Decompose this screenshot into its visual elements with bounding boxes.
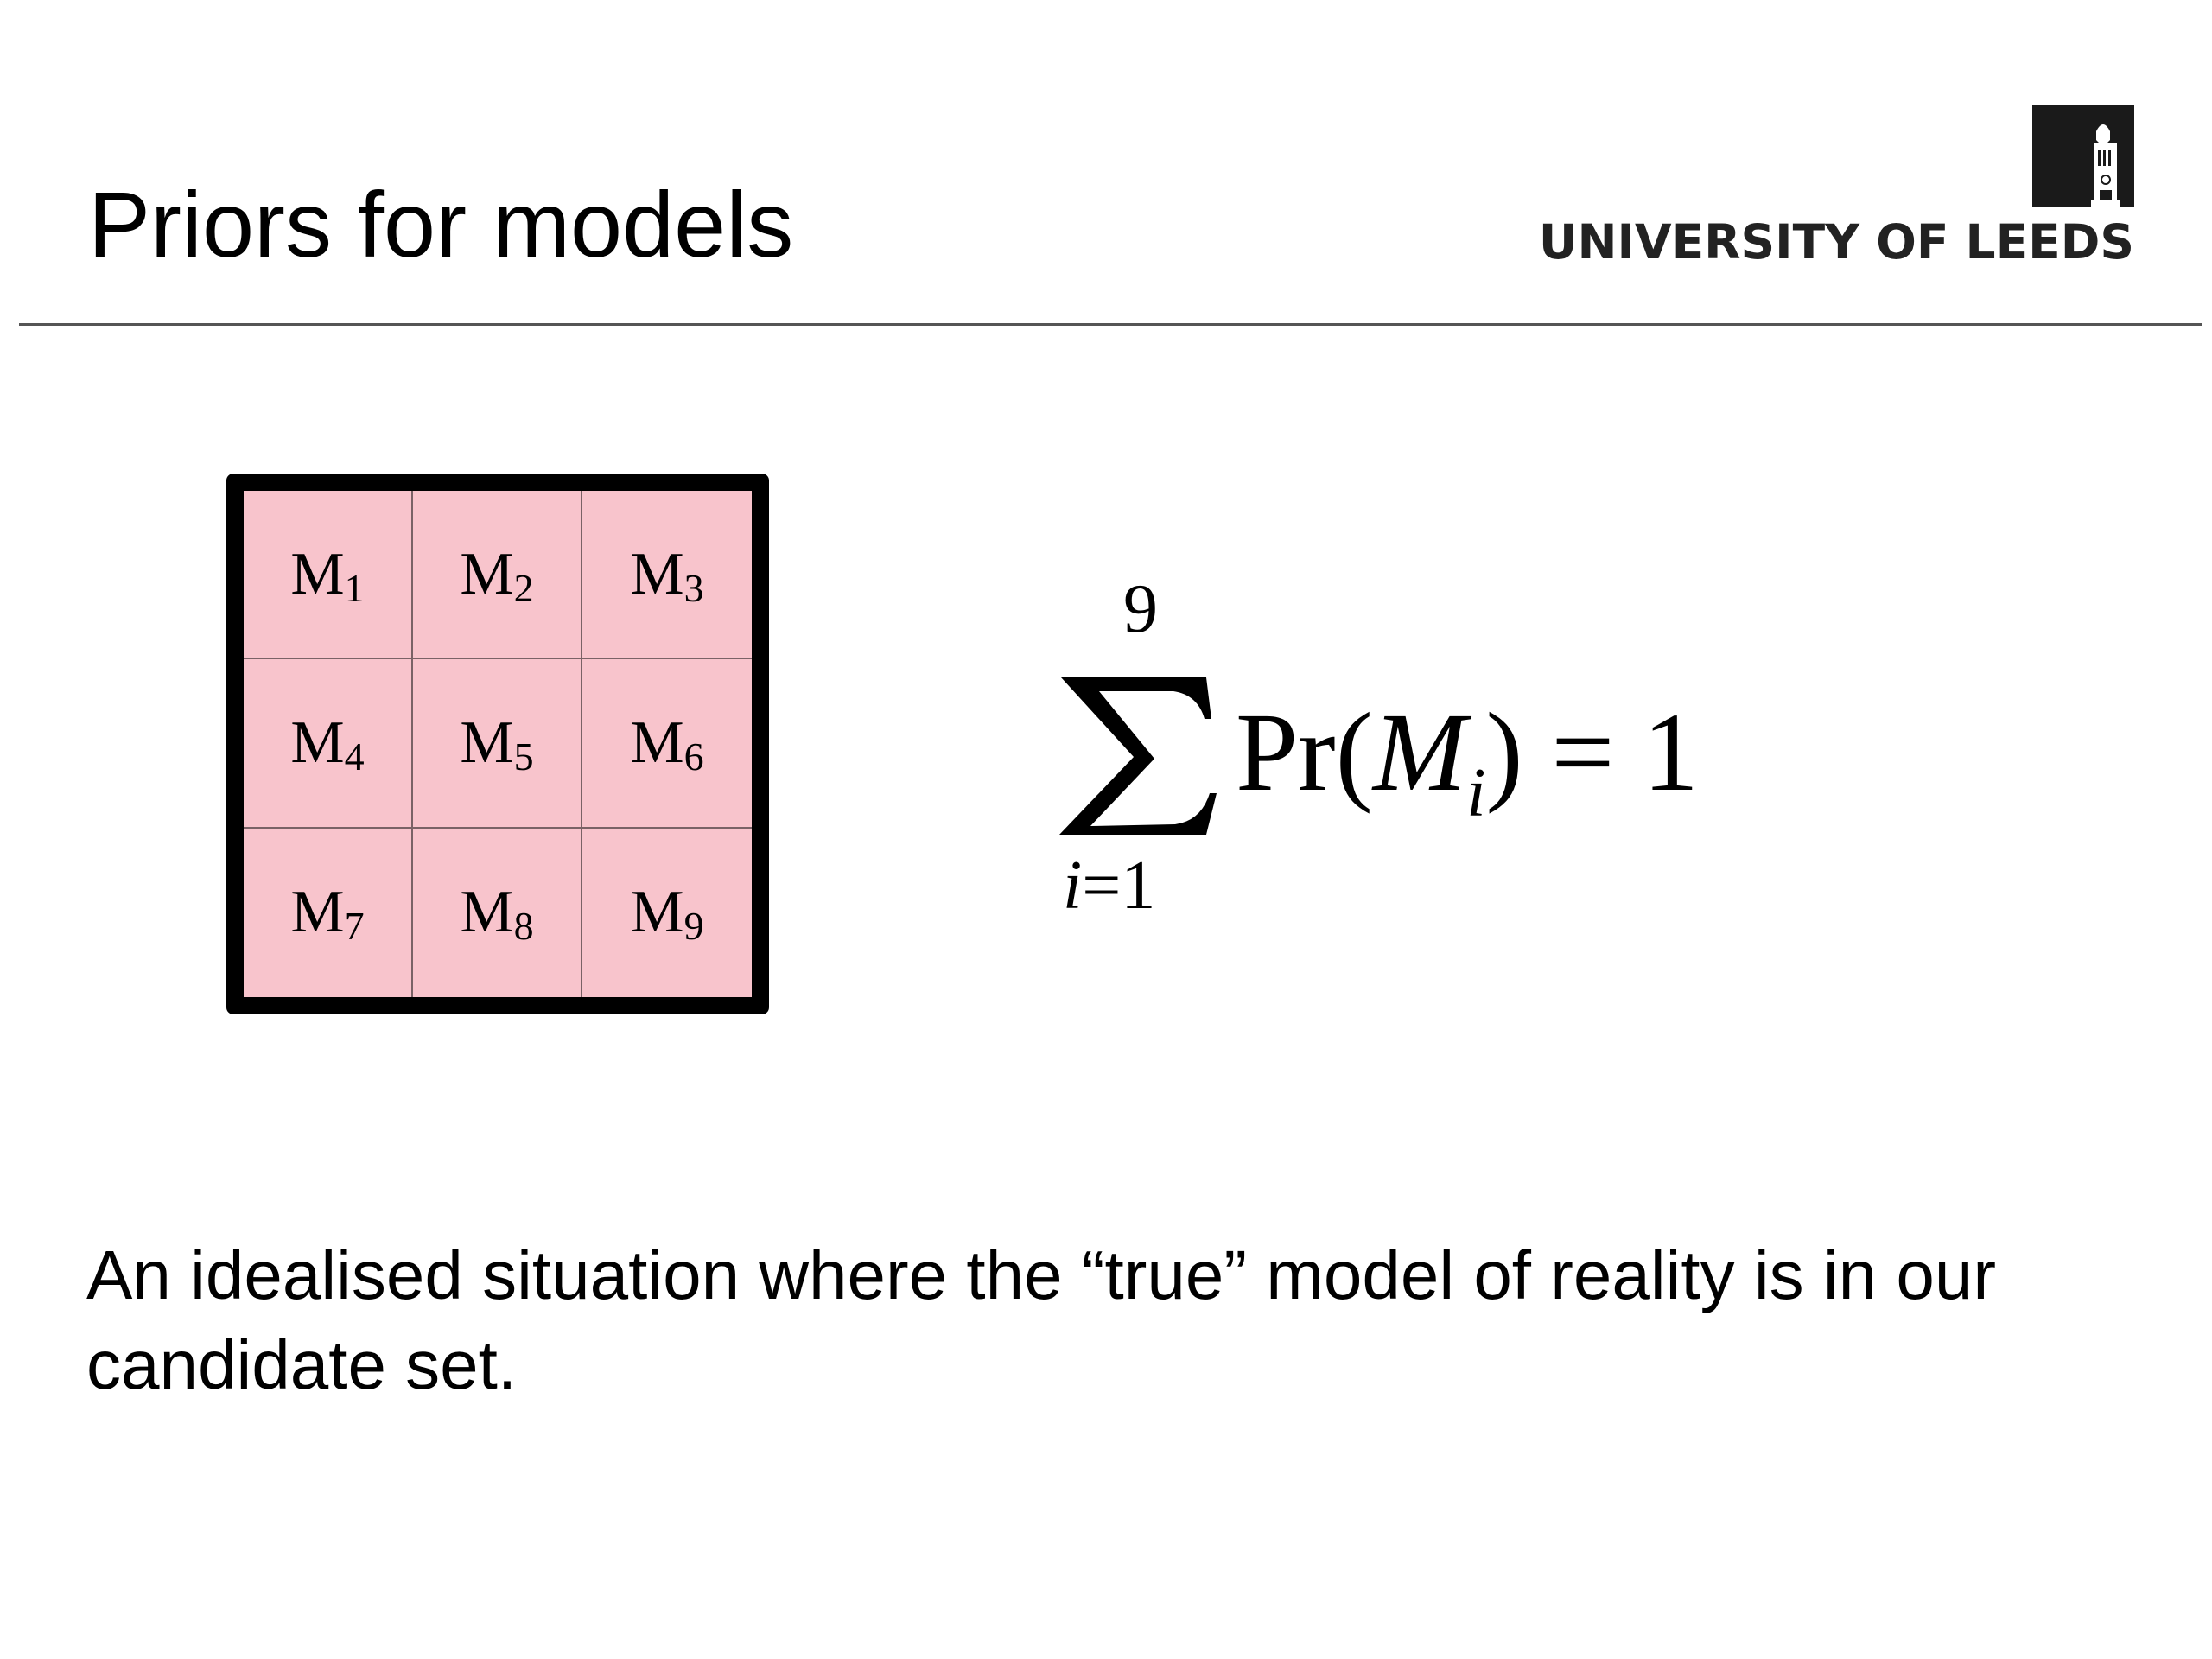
model-letter: M <box>460 709 514 776</box>
model-letter: M <box>460 879 514 946</box>
header-divider <box>19 323 2202 326</box>
model-index: 7 <box>344 904 365 949</box>
sum-upper-limit: 9 <box>1123 571 1158 647</box>
model-index: 1 <box>344 565 365 610</box>
model-letter: M <box>290 879 345 946</box>
model-letter: M <box>290 709 345 776</box>
model-index: 8 <box>513 904 534 949</box>
model-letter: M <box>630 879 684 946</box>
model-index: 9 <box>683 904 704 949</box>
model-index: 3 <box>683 565 704 610</box>
model-index: 6 <box>683 734 704 779</box>
model-letter: M <box>460 540 514 607</box>
sum-formula: 9 i=1 Pr(Mi) = 1 <box>1046 570 1823 933</box>
formula-rest: ) = 1 <box>1485 690 1700 815</box>
pr-function: Pr( <box>1236 690 1373 815</box>
sum-lower-limit: i=1 <box>1063 847 1155 925</box>
sum-body: Pr(Mi) = 1 <box>1236 688 1699 832</box>
logo-wordmark: UNIVERSITY OF LEEDS <box>1538 214 2134 270</box>
slide-title: Priors for models <box>88 172 794 276</box>
sigma-icon <box>1054 672 1218 836</box>
model-variable: M <box>1372 690 1467 815</box>
model-index: 5 <box>513 734 534 779</box>
model-variable-sub: i <box>1466 755 1486 831</box>
sum-lower-index: i <box>1063 848 1083 924</box>
model-index: 4 <box>344 734 365 779</box>
sum-lower-eq: =1 <box>1082 848 1156 924</box>
model-index: 2 <box>513 565 534 610</box>
university-logo: UNIVERSITY OF LEEDS <box>1539 102 2134 275</box>
model-letter: M <box>630 540 684 607</box>
parkinson-tower-icon <box>2032 105 2134 207</box>
model-letter: M <box>290 540 345 607</box>
body-text: An idealised situation where the “true” … <box>86 1236 1996 1403</box>
model-letter: M <box>630 709 684 776</box>
